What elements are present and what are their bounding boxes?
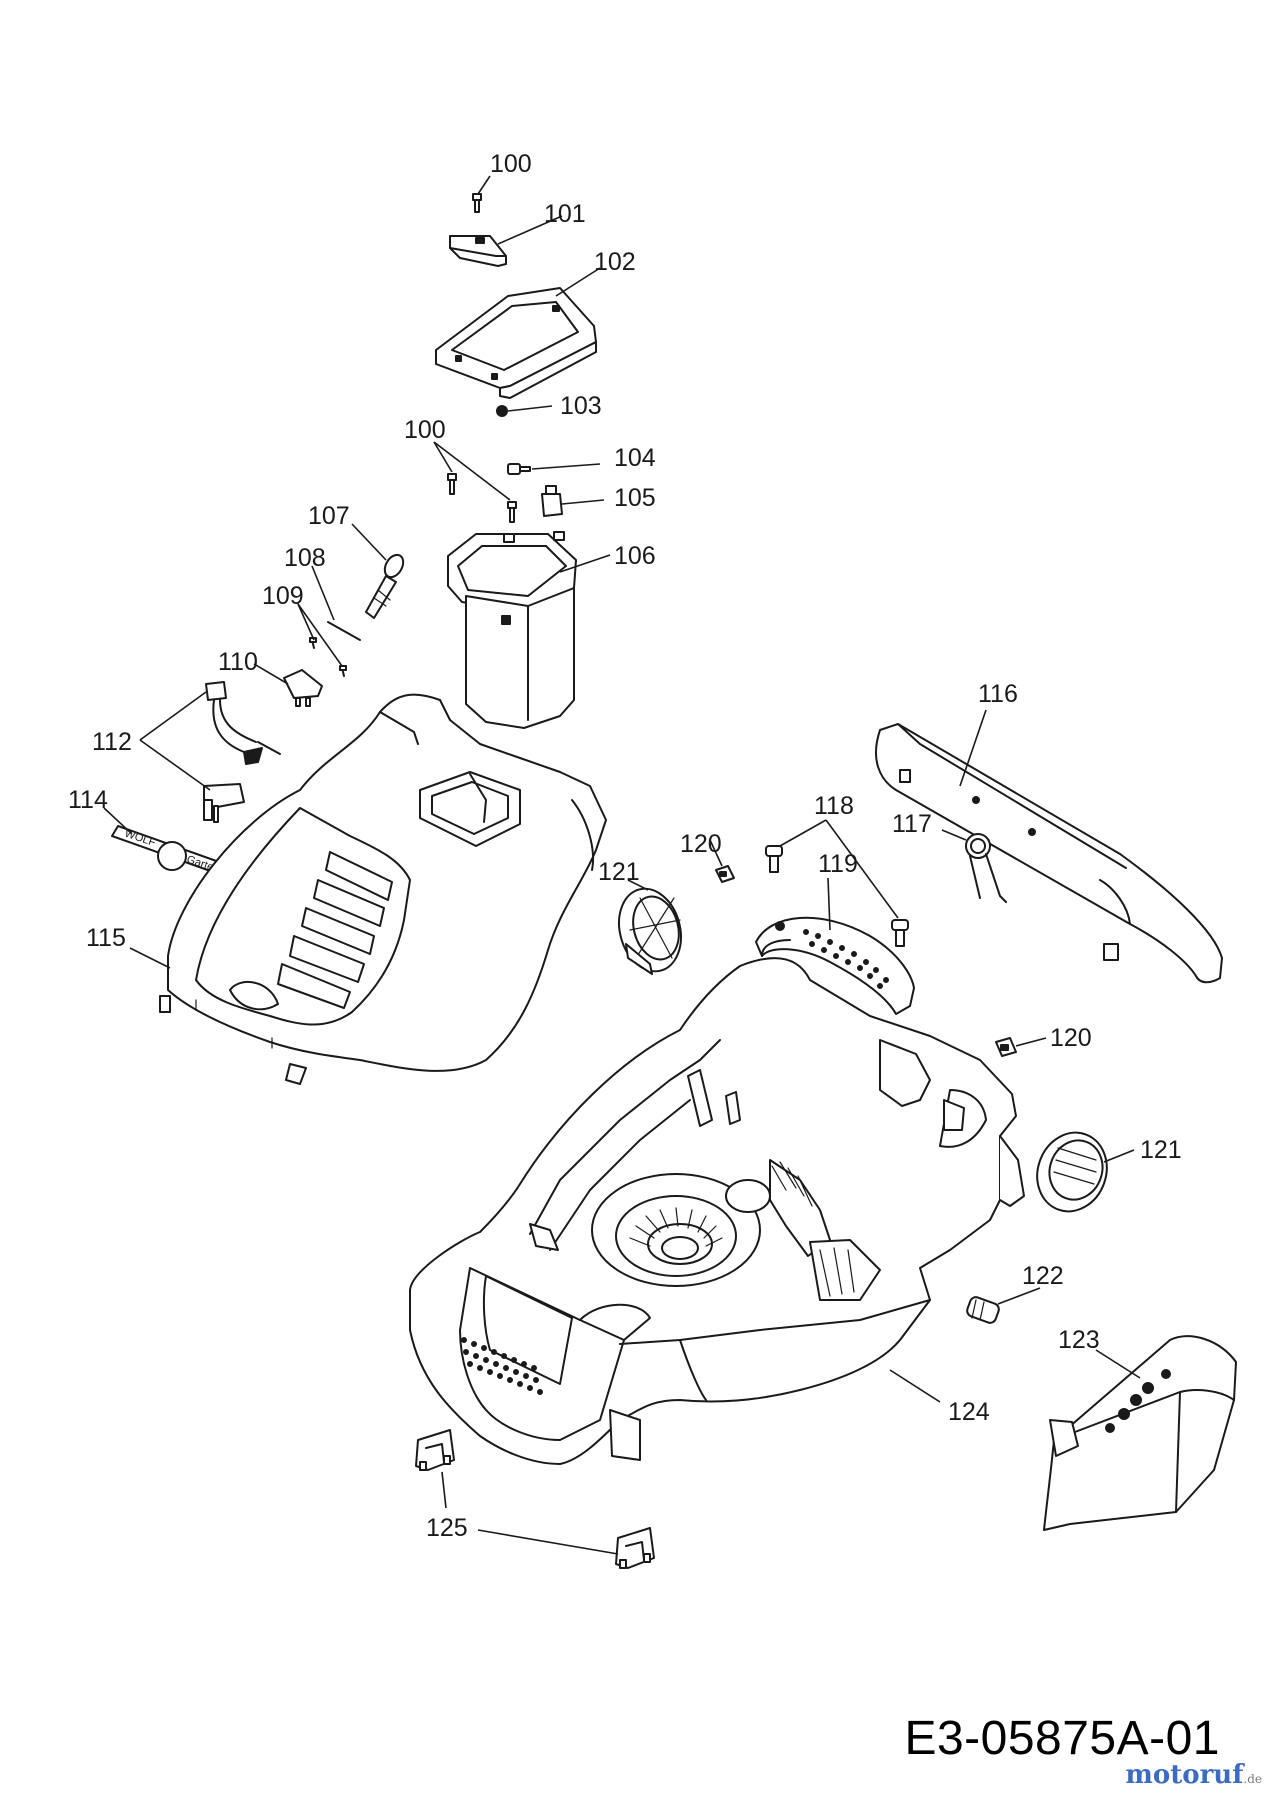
bolt-118-right bbox=[891, 919, 909, 947]
callout-116: 116 bbox=[978, 680, 1018, 708]
battery-box-106 bbox=[447, 531, 577, 729]
battery-cover-102 bbox=[435, 287, 597, 399]
callout-100-middle: 100 bbox=[404, 416, 446, 444]
callout-123: 123 bbox=[1058, 1326, 1100, 1354]
callout-101: 101 bbox=[544, 200, 586, 228]
handle-bar-116 bbox=[875, 723, 1223, 984]
callout-119: 119 bbox=[818, 850, 858, 878]
callout-100-top: 100 bbox=[490, 150, 532, 178]
callout-102: 102 bbox=[594, 248, 636, 276]
screw-100-top bbox=[472, 193, 482, 213]
square-nut-120-top bbox=[715, 865, 735, 883]
connector-105 bbox=[541, 485, 563, 517]
site-watermark: motoruf.de bbox=[1125, 1760, 1262, 1790]
callout-106: 106 bbox=[614, 542, 656, 570]
leader-lines bbox=[103, 175, 1141, 1555]
callout-120-top: 120 bbox=[680, 830, 722, 858]
callout-124: 124 bbox=[948, 1398, 990, 1426]
callout-125: 125 bbox=[426, 1514, 468, 1542]
rear-cover-123 bbox=[1043, 1335, 1237, 1531]
nut-103 bbox=[496, 405, 508, 417]
clip-125-lower bbox=[615, 1527, 655, 1569]
callout-120-right: 120 bbox=[1050, 1024, 1092, 1052]
screw-104 bbox=[507, 463, 531, 475]
callout-112: 112 bbox=[92, 728, 132, 756]
callout-103: 103 bbox=[560, 392, 602, 420]
watermark-suffix: .de bbox=[1243, 1772, 1262, 1786]
wheel-cap-121-right bbox=[1036, 1131, 1108, 1213]
clip-101 bbox=[449, 235, 507, 267]
square-nut-120-right bbox=[995, 1037, 1017, 1057]
callout-labels: 100 101 102 103 100 104 105 106 107 108 … bbox=[68, 150, 1182, 1542]
callout-115: 115 bbox=[86, 924, 126, 952]
callout-121-left: 121 bbox=[598, 858, 640, 886]
lower-housing-124-dot-grid bbox=[461, 1337, 543, 1395]
key-107 bbox=[365, 553, 405, 619]
spacer-122 bbox=[966, 1296, 1000, 1324]
pin-109-right bbox=[339, 665, 347, 677]
lower-housing-124-vents bbox=[629, 1207, 723, 1247]
clip-125-upper bbox=[415, 1429, 455, 1471]
callout-104: 104 bbox=[614, 444, 656, 472]
callout-114: 114 bbox=[68, 786, 108, 814]
callout-107: 107 bbox=[308, 502, 350, 530]
wire-108 bbox=[327, 621, 361, 641]
callout-118: 118 bbox=[814, 792, 854, 820]
upper-housing-115 bbox=[159, 693, 607, 1085]
switch-plate-110 bbox=[283, 669, 323, 707]
callout-110: 110 bbox=[218, 648, 258, 676]
grip-119-ribs bbox=[803, 929, 889, 989]
torsion-spring-117 bbox=[965, 833, 1007, 903]
switch-cable-112 bbox=[203, 681, 281, 823]
drawing-number: E3-05875A-01 bbox=[904, 1712, 1220, 1765]
screw-100-right bbox=[507, 501, 517, 523]
screw-100-left bbox=[447, 473, 457, 495]
callout-117: 117 bbox=[892, 810, 932, 838]
bolt-118-left bbox=[765, 845, 783, 873]
callout-108: 108 bbox=[284, 544, 326, 572]
callout-122: 122 bbox=[1022, 1262, 1064, 1290]
callout-109: 109 bbox=[262, 582, 304, 610]
callout-105: 105 bbox=[614, 484, 656, 512]
grip-119 bbox=[755, 916, 915, 1015]
callout-121-right: 121 bbox=[1140, 1136, 1182, 1164]
wheel-cap-121-left bbox=[618, 887, 682, 975]
watermark-main: motoruf bbox=[1125, 1760, 1244, 1790]
lower-housing-124 bbox=[409, 957, 1025, 1465]
